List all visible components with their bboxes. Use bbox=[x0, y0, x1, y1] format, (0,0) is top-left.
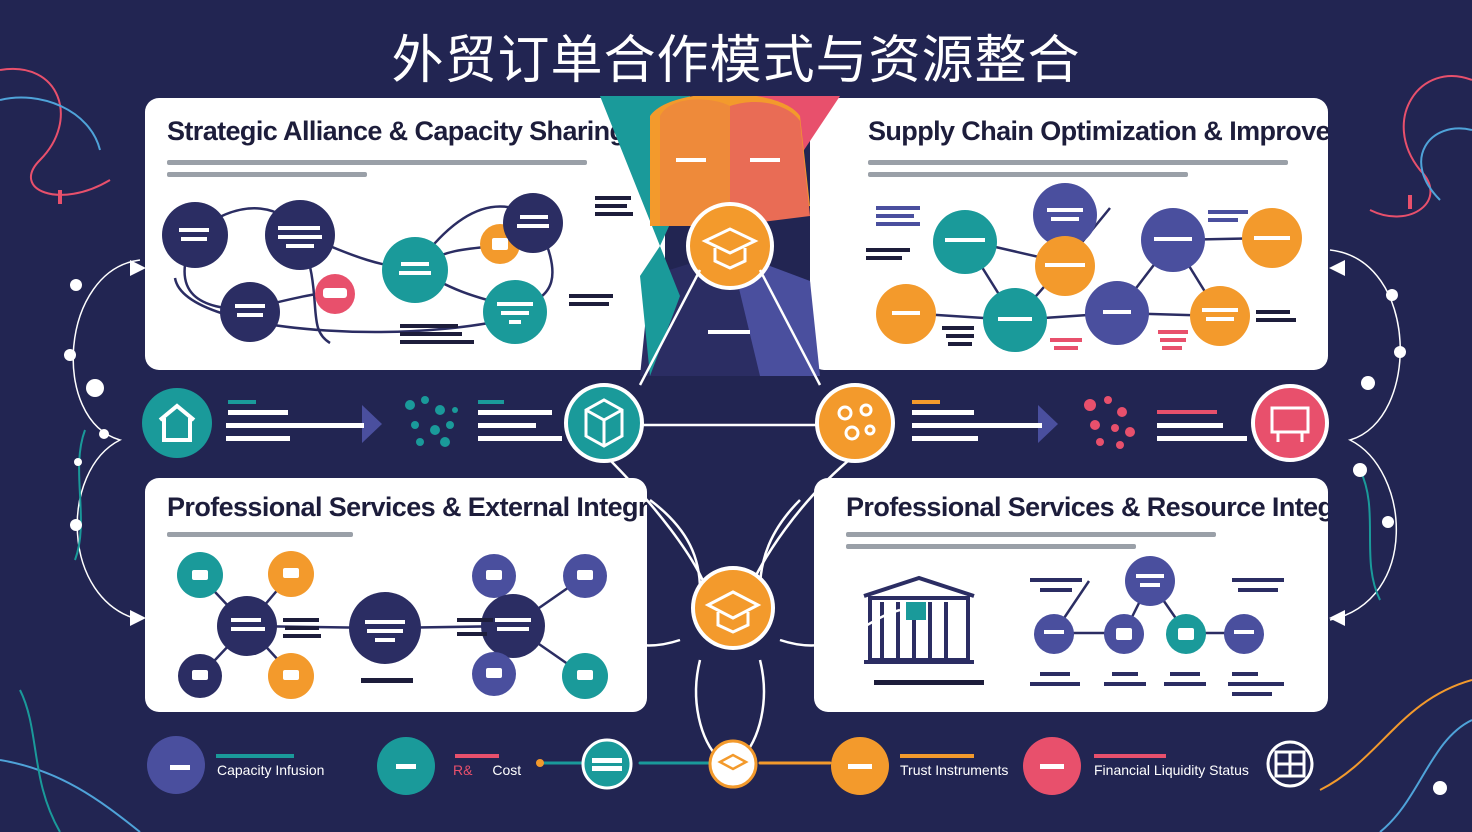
supply-chain-network-diagram bbox=[866, 160, 1302, 352]
legend-trust: Trust Instruments bbox=[900, 762, 1009, 778]
house-icon bbox=[142, 388, 212, 458]
scatter-icon bbox=[1084, 396, 1135, 449]
factory-icon bbox=[863, 575, 975, 664]
panel-heading: Professional Services & Resource Integra… bbox=[846, 492, 1328, 522]
panel-heading: Strategic Alliance & Capacity Sharing bbox=[167, 116, 626, 146]
panel-strategic-alliance: Strategic Alliance & Capacity Sharing bbox=[145, 98, 665, 370]
network-icon bbox=[815, 383, 895, 463]
trolley-icon bbox=[1251, 384, 1329, 462]
page-title: 外贸订单合作模式与资源整合 bbox=[391, 31, 1081, 91]
resource-integration-diagram bbox=[846, 532, 1284, 696]
panel-external-integration: Professional Services & External Integra… bbox=[145, 478, 647, 712]
legend-financial: Financial Liquidity Status bbox=[1094, 762, 1249, 778]
legend-cost-text: Cost bbox=[492, 762, 522, 778]
legend-cost: R& Cost bbox=[453, 762, 521, 778]
cluster-icon bbox=[405, 396, 458, 447]
cap-badge-icon bbox=[708, 739, 758, 789]
central-hub-graphic bbox=[600, 96, 840, 376]
graduation-cap-icon bbox=[686, 202, 774, 290]
panel-resource-integration: Professional Services & Resource Integra… bbox=[814, 478, 1328, 712]
external-integration-diagram bbox=[167, 532, 608, 699]
legend-capacity: Capacity Infusion bbox=[217, 762, 325, 778]
alliance-network-diagram bbox=[162, 160, 633, 345]
legend-cost-prefix: R& bbox=[453, 762, 473, 778]
panel-heading: Supply Chain Optimization & Improvement bbox=[868, 116, 1328, 146]
panel-supply-chain: Supply Chain Optimization & Improvement bbox=[810, 98, 1328, 370]
puzzle-icon bbox=[1266, 740, 1314, 788]
graduation-cap-icon bbox=[691, 566, 775, 650]
stack-icon bbox=[581, 738, 633, 790]
panel-heading: Professional Services & External Integra… bbox=[167, 492, 647, 522]
